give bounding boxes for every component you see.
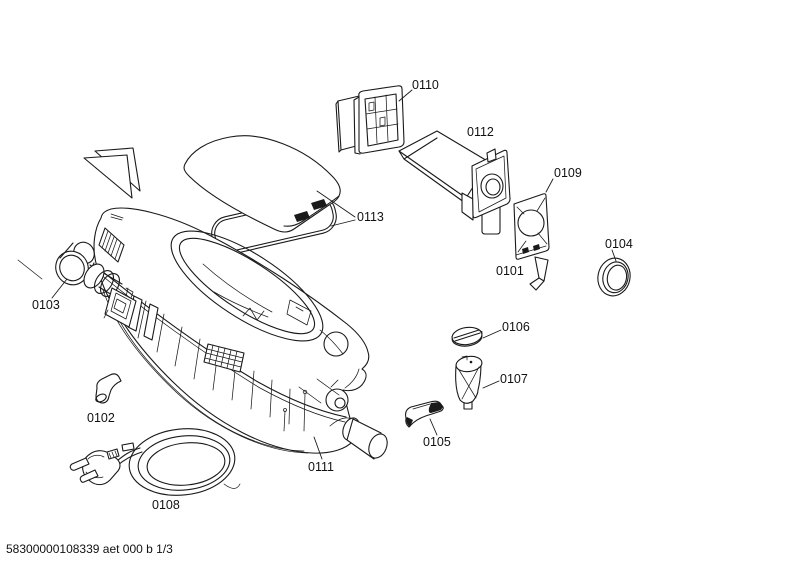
part-0110-filter xyxy=(335,85,405,155)
leader-0110 xyxy=(398,89,413,102)
part-label-0106: 0106 xyxy=(502,320,530,334)
leader-0103 xyxy=(51,278,68,299)
part-0105-clip xyxy=(405,400,444,428)
part-0104-ring xyxy=(597,257,631,297)
inlet-neck xyxy=(83,263,137,328)
part-label-0110: 0110 xyxy=(412,78,439,92)
leader-0107 xyxy=(482,380,500,389)
part-label-0105: 0105 xyxy=(423,435,451,449)
part-0109-plate xyxy=(513,193,550,260)
leader-0111 xyxy=(313,436,323,460)
part-0101-strip xyxy=(529,256,549,291)
part-0113-cover-lid xyxy=(183,135,341,233)
part-label-0108: 0108 xyxy=(152,498,180,512)
part-0102-elbow xyxy=(95,373,122,404)
part-0107-cylinder xyxy=(455,355,483,410)
part-label-0109: 0109 xyxy=(554,166,582,180)
document-code: 58300000108339 aet 000 b 1/3 xyxy=(6,542,173,556)
part-label-0101: 0101 xyxy=(496,264,524,278)
leader-0104 xyxy=(611,249,617,262)
part-label-0102: 0102 xyxy=(87,411,115,425)
part-0111-main-body xyxy=(83,207,388,460)
part-label-0112: 0112 xyxy=(467,125,494,139)
leader-0113 xyxy=(316,190,356,227)
leader-0106 xyxy=(482,329,502,339)
part-label-0107: 0107 xyxy=(500,372,528,386)
part-label-0104: 0104 xyxy=(605,237,633,251)
leader-0109 xyxy=(545,178,554,193)
part-label-0111: 0111 xyxy=(308,460,334,474)
wedge-part xyxy=(83,147,141,199)
exit-tube xyxy=(342,417,388,460)
part-0106-cap xyxy=(451,326,483,347)
leader-0105 xyxy=(429,418,438,436)
part-label-0103: 0103 xyxy=(32,298,60,312)
leader-lines xyxy=(51,89,617,460)
part-label-0113: 0113 xyxy=(357,210,384,224)
part-0108-cord xyxy=(69,428,241,496)
part-0112-dust-bag xyxy=(398,130,511,235)
